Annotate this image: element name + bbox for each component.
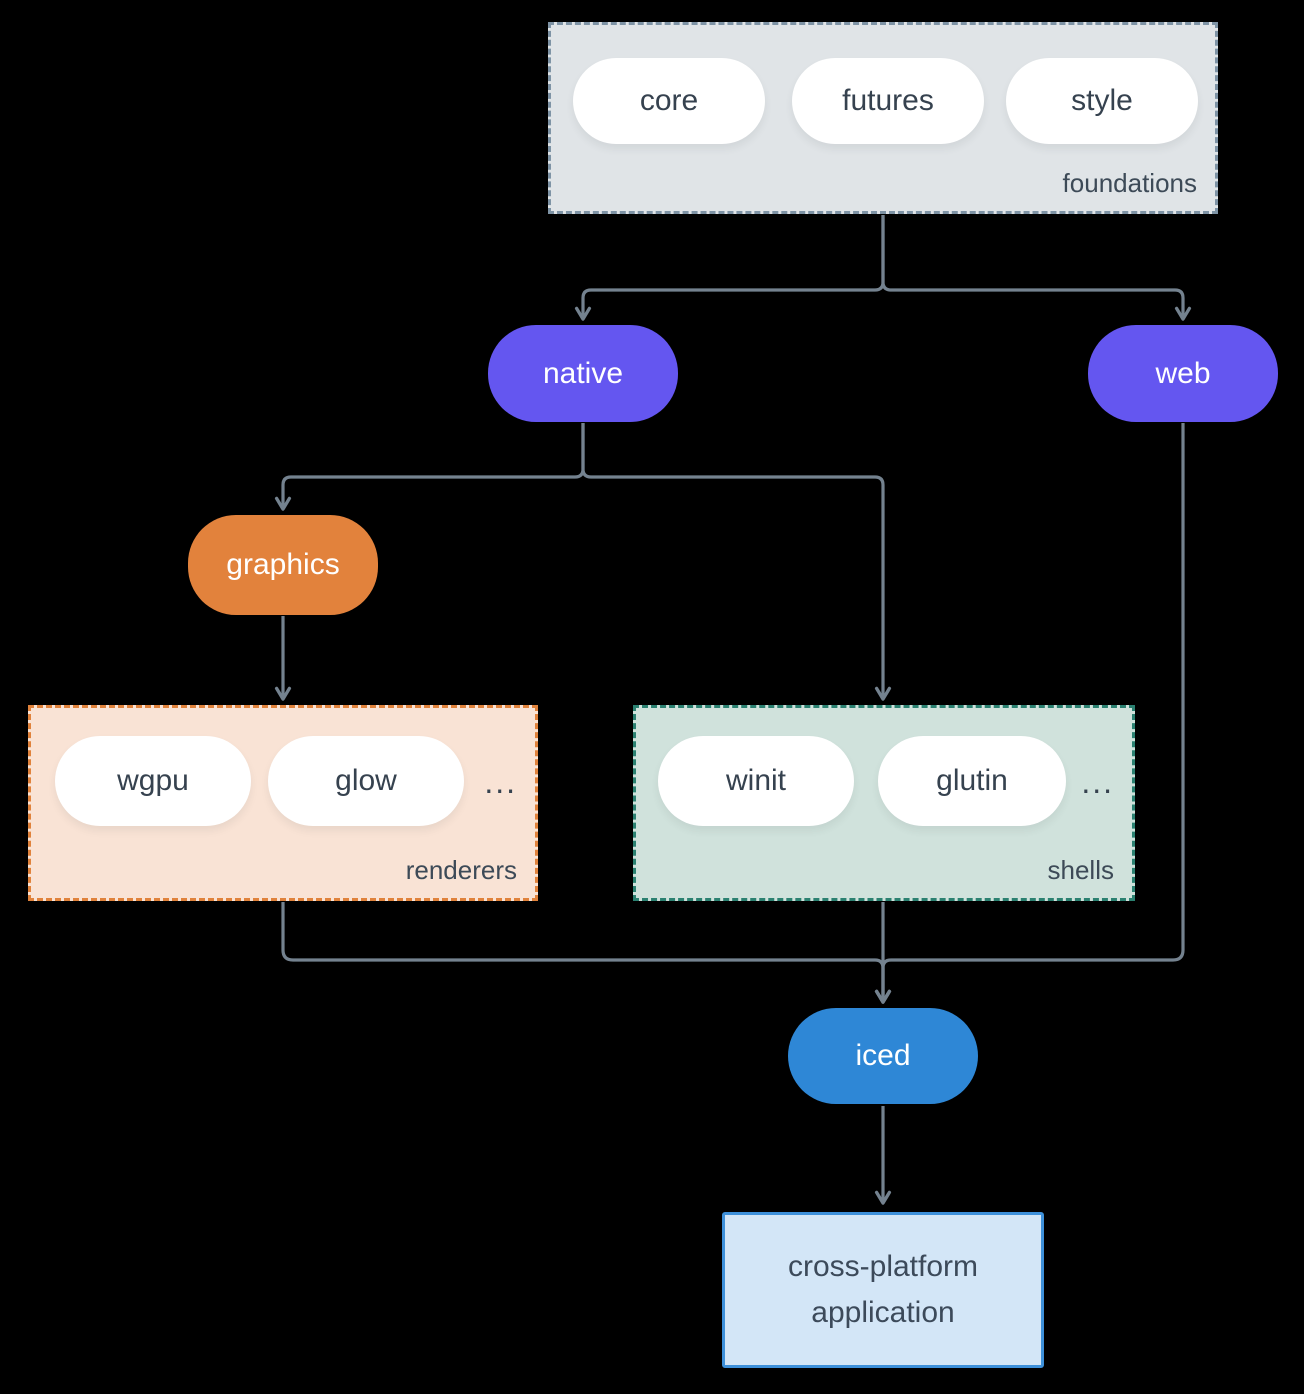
node-core: core (573, 58, 765, 144)
edge-renderers-iced (281, 902, 892, 1004)
foundations-group: core futures style foundations (548, 22, 1218, 214)
node-style: style (1006, 58, 1198, 144)
node-native: native (488, 325, 678, 422)
node-winit: winit (658, 736, 854, 826)
shells-ellipsis: ... (1081, 764, 1114, 800)
node-wgpu: wgpu (55, 736, 251, 826)
edge-foundations-web (881, 215, 1192, 321)
foundations-label: foundations (1062, 168, 1197, 198)
application-label-line1: cross-platform (787, 1250, 979, 1283)
edge-native-graphics (274, 423, 585, 511)
renderers-label: renderers (405, 855, 517, 885)
node-iced: iced (788, 1008, 978, 1104)
renderers-ellipsis: ... (484, 764, 517, 800)
node-futures: futures (792, 58, 984, 144)
edge-native-shells (581, 423, 892, 701)
node-glutin: glutin (878, 736, 1066, 826)
node-application: cross-platform application (722, 1212, 1044, 1368)
shells-group: winit glutin ... shells (633, 705, 1135, 901)
node-glow: glow (268, 736, 464, 826)
renderers-group: wgpu glow ... renderers (28, 705, 538, 901)
shells-label: shells (1047, 855, 1114, 885)
application-label-line2: application (811, 1296, 955, 1329)
node-graphics: graphics (188, 515, 378, 615)
node-web: web (1088, 325, 1278, 422)
edge-web-iced (874, 423, 1185, 1004)
edge-foundations-native (574, 215, 885, 321)
